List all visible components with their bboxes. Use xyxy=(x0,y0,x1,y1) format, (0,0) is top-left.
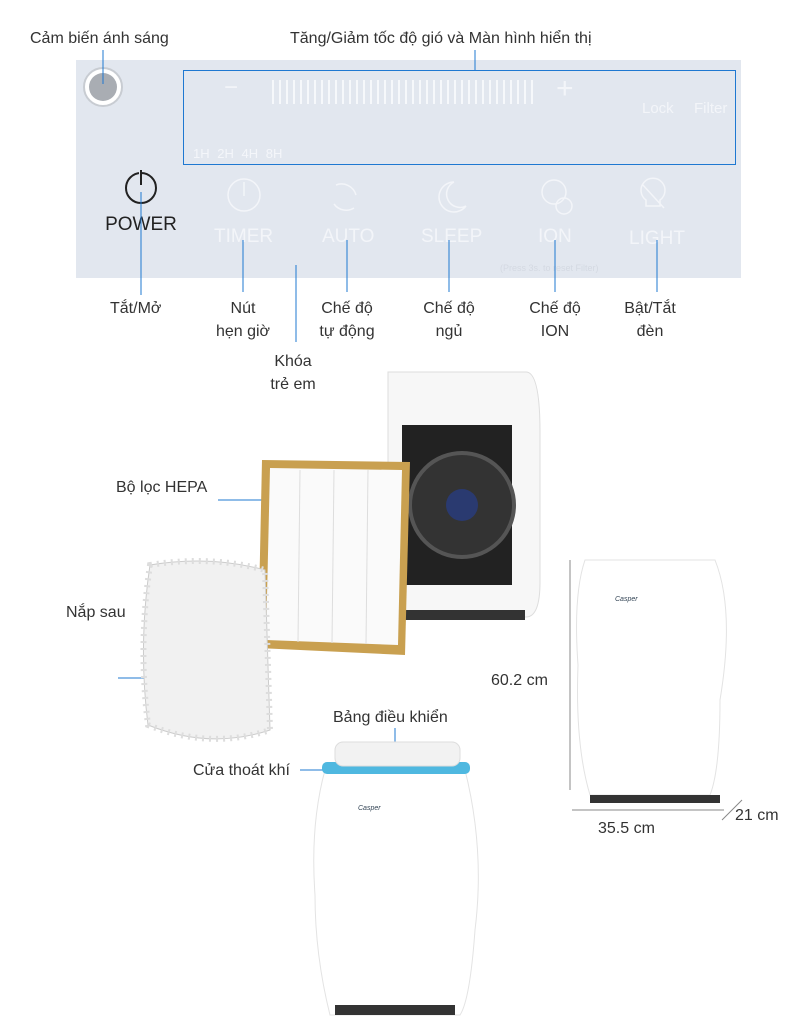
height-dimension: 60.2 cm xyxy=(491,672,548,689)
panel-icons xyxy=(227,177,666,215)
filter-indicator: Filter xyxy=(694,100,728,117)
front-unit-image xyxy=(576,559,727,803)
lock-indicator: Lock xyxy=(642,100,674,117)
control-panel: − + Lock Filter 1H 2H 4H 8H POWER TIMER … xyxy=(76,60,741,278)
ion-button[interactable]: ION xyxy=(538,226,572,247)
control-board-label: Bảng điều khiển xyxy=(333,709,448,726)
depth-dimension: 21 cm xyxy=(735,807,779,824)
timer-4h: 4H xyxy=(241,146,259,161)
speed-display-label: Tăng/Giảm tốc độ gió và Màn hình hiển th… xyxy=(290,30,592,47)
bulb-icon xyxy=(640,177,666,209)
sleep-button[interactable]: SLEEP xyxy=(421,226,483,247)
timer-2h: 2H xyxy=(217,146,234,161)
casper-logo: Casper xyxy=(615,596,638,603)
back-unit-image xyxy=(387,371,541,620)
timer-icon xyxy=(227,178,261,212)
hepa-label: Bộ lọc HEPA xyxy=(116,479,208,496)
bottom-unit-image xyxy=(313,741,479,1016)
hepa-filter-image xyxy=(258,460,410,655)
timer-options: 1H 2H 4H 8H xyxy=(193,146,282,161)
reset-hint: (Press 3s. to reset Filter) xyxy=(500,263,599,273)
ion-icon xyxy=(541,179,567,205)
plus-icon[interactable]: + xyxy=(556,72,574,105)
back-cover-image xyxy=(140,558,274,742)
display-highlight xyxy=(183,70,736,165)
auto-icon xyxy=(333,183,357,211)
back-cover-label: Nắp sau xyxy=(66,604,126,621)
light-button[interactable]: LIGHT xyxy=(629,228,685,249)
speed-bar xyxy=(272,80,534,104)
timer-button[interactable]: TIMER xyxy=(214,226,274,247)
minus-icon[interactable]: − xyxy=(224,74,239,101)
timer-1h: 1H xyxy=(193,146,210,161)
air-outlet-label: Cửa thoát khí xyxy=(193,762,290,779)
sleep-icon xyxy=(438,181,467,213)
light-sensor-label: Cảm biến ánh sáng xyxy=(30,30,169,47)
timer-8h: 8H xyxy=(265,146,283,161)
dimension-lines xyxy=(569,560,743,821)
casper-logo-bottom: Casper xyxy=(358,805,381,812)
auto-button[interactable]: AUTO xyxy=(322,226,375,247)
power-callout: Tắt/Mở xyxy=(110,300,162,317)
width-dimension: 35.5 cm xyxy=(598,820,655,837)
